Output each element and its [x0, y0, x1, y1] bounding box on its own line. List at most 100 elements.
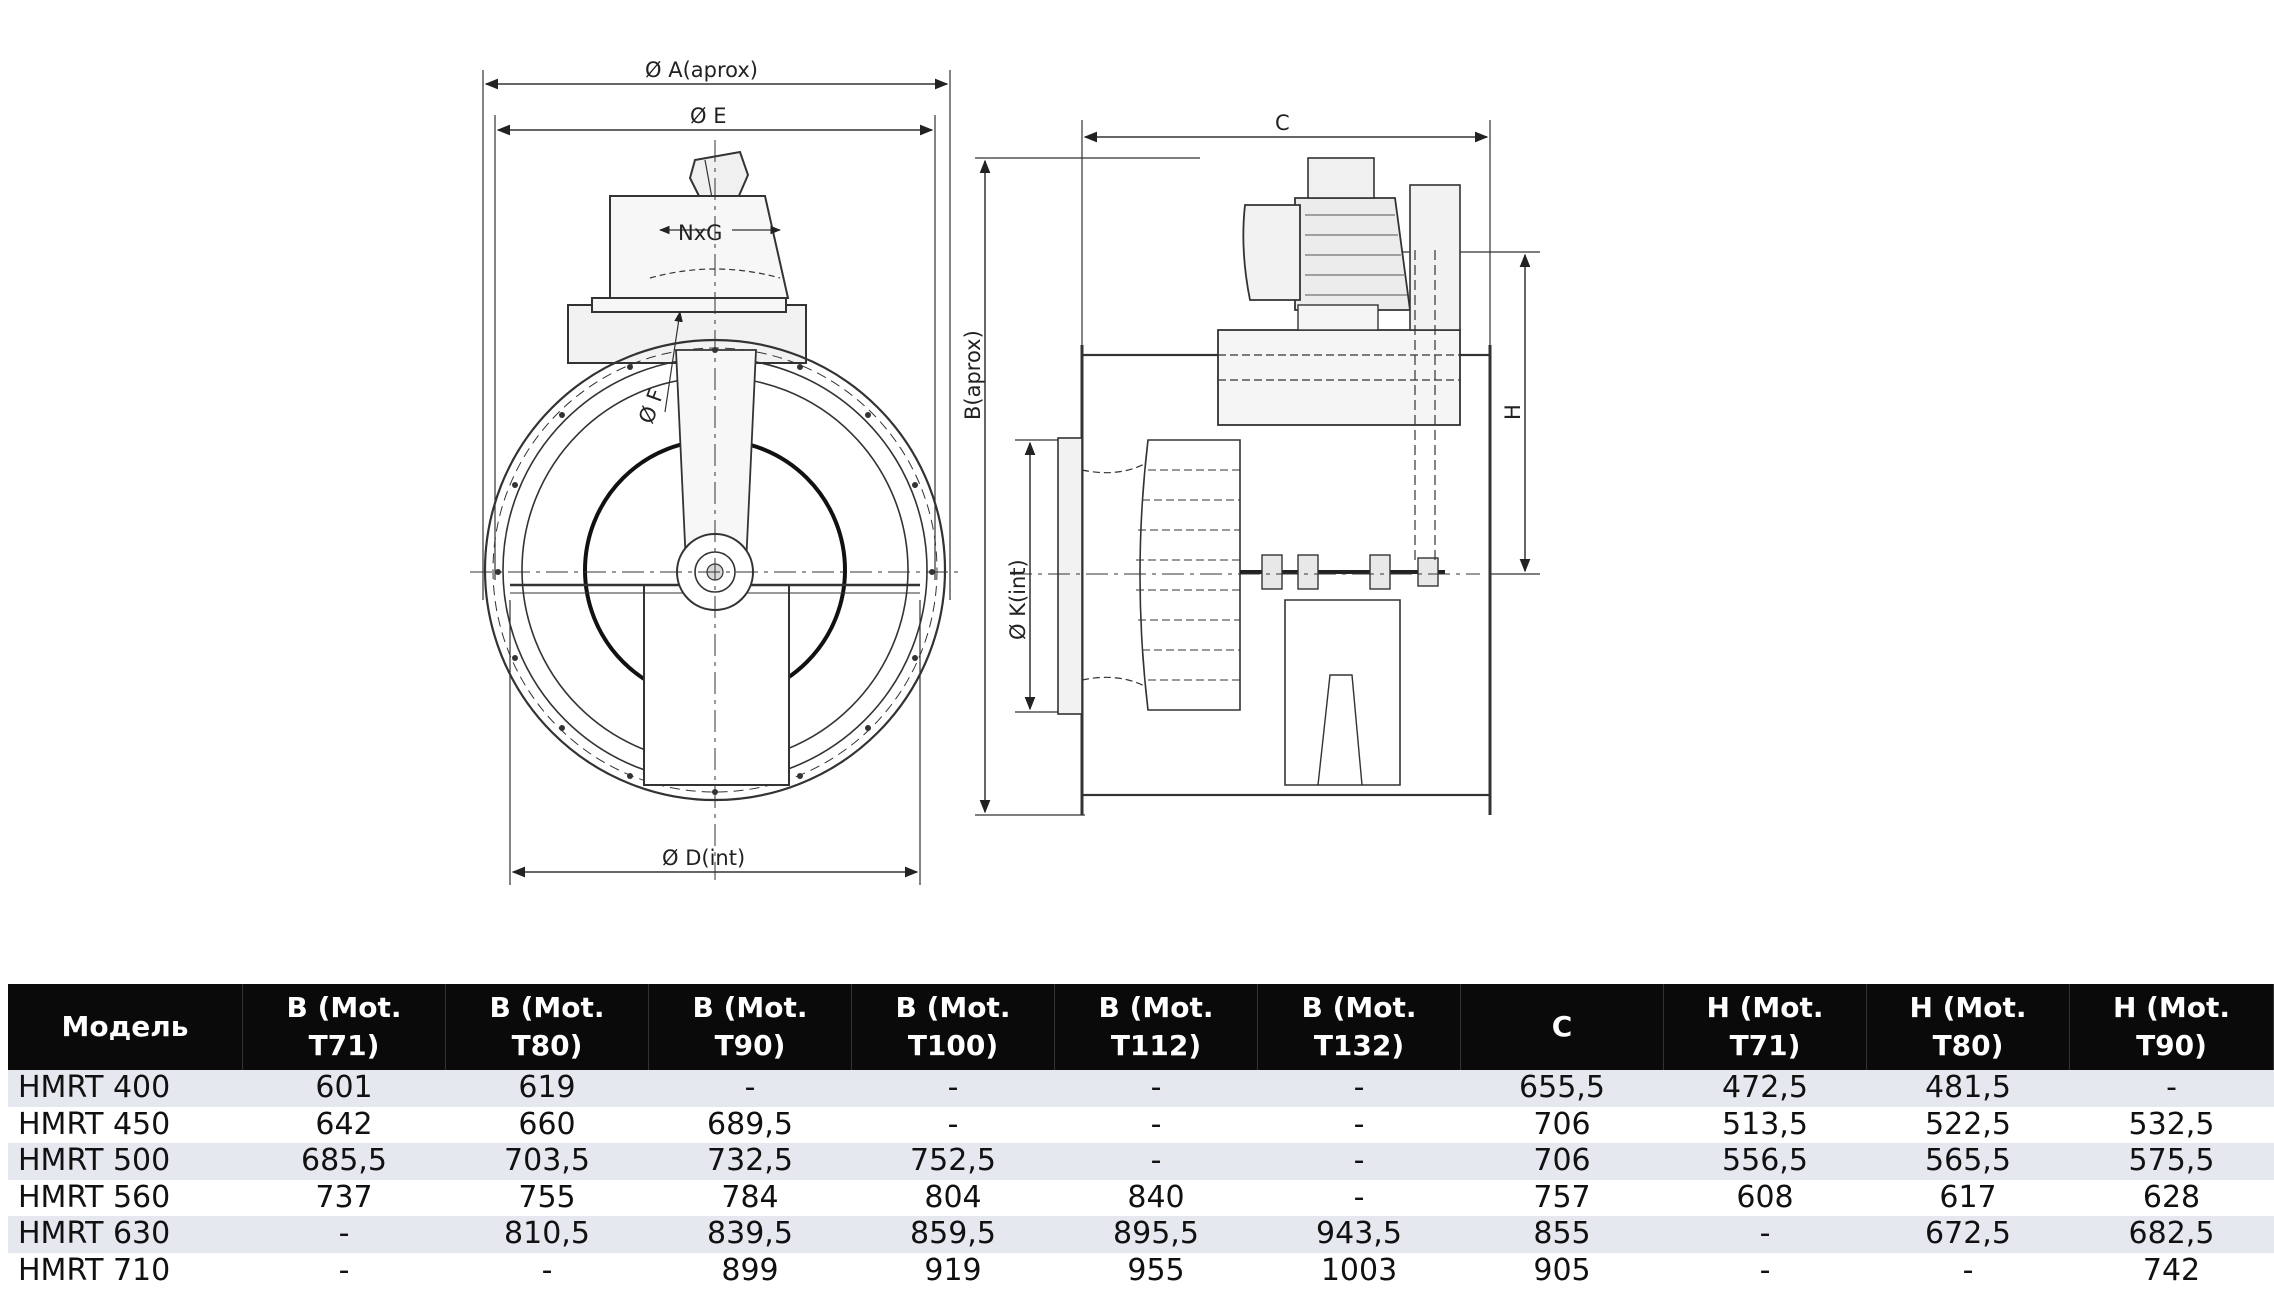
value-cell: - [1257, 1143, 1461, 1180]
header-b-t71: B (Mot.T71) [242, 984, 446, 1070]
value-cell: - [1054, 1070, 1258, 1107]
value-cell: 784 [648, 1179, 852, 1216]
value-cell: 839,5 [648, 1216, 852, 1253]
model-cell: HMRT 560 [8, 1179, 243, 1216]
header-b-t100: B (Mot.T100) [851, 984, 1055, 1070]
value-cell: 682,5 [2069, 1216, 2274, 1253]
value-cell: 655,5 [1460, 1070, 1664, 1107]
value-cell: 732,5 [648, 1143, 852, 1180]
header-h-t80: H (Mot.T80) [1866, 984, 2070, 1070]
value-cell: - [851, 1070, 1055, 1107]
value-cell: 628 [2069, 1179, 2274, 1216]
value-cell: - [242, 1216, 446, 1253]
value-cell: - [851, 1106, 1055, 1143]
technical-drawing: Ø A(aprox) Ø E NxG Ø F Ø D(int) C B(apro… [470, 58, 1540, 885]
value-cell: 532,5 [2069, 1106, 2274, 1143]
value-cell: 755 [445, 1179, 649, 1216]
header-b-t112: B (Mot.T112) [1054, 984, 1258, 1070]
value-cell: 703,5 [445, 1143, 649, 1180]
value-cell: 742 [2069, 1252, 2274, 1289]
value-cell: 706 [1460, 1143, 1664, 1180]
value-cell: 810,5 [445, 1216, 649, 1253]
value-cell: 481,5 [1866, 1070, 2070, 1107]
value-cell: 685,5 [242, 1143, 446, 1180]
value-cell: 919 [851, 1252, 1055, 1289]
side-view [975, 120, 1540, 816]
value-cell: 955 [1054, 1252, 1258, 1289]
label-dim-c: C [1275, 111, 1290, 135]
value-cell: 619 [445, 1070, 649, 1107]
label-dim-a: Ø A(aprox) [645, 58, 758, 82]
header-h-t71: H (Mot.T71) [1663, 984, 1867, 1070]
label-dim-f: Ø F [634, 385, 669, 426]
value-cell: - [1257, 1179, 1461, 1216]
value-cell: - [1663, 1252, 1867, 1289]
model-cell: HMRT 630 [8, 1216, 243, 1253]
value-cell: - [1054, 1143, 1258, 1180]
value-cell: 1003 [1257, 1252, 1461, 1289]
value-cell: 859,5 [851, 1216, 1055, 1253]
model-cell: HMRT 710 [8, 1252, 243, 1289]
value-cell: 689,5 [648, 1106, 852, 1143]
value-cell: - [648, 1070, 852, 1107]
value-cell: - [2069, 1070, 2274, 1107]
value-cell: - [1866, 1252, 2070, 1289]
label-dim-k: Ø K(int) [1006, 559, 1030, 640]
value-cell: 601 [242, 1070, 446, 1107]
value-cell: 660 [445, 1106, 649, 1143]
value-cell: 565,5 [1866, 1143, 2070, 1180]
label-dim-d: Ø D(int) [662, 846, 745, 870]
front-view [470, 70, 960, 885]
label-dim-b: B(aprox) [961, 330, 985, 420]
value-cell: - [1054, 1106, 1258, 1143]
value-cell: 757 [1460, 1179, 1664, 1216]
value-cell: 672,5 [1866, 1216, 2070, 1253]
value-cell: - [1663, 1216, 1867, 1253]
value-cell: 706 [1460, 1106, 1664, 1143]
header-b-t80: B (Mot.T80) [445, 984, 649, 1070]
dimensions-table: Модель B (Mot.T71) B (Mot.T80) B (Mot.T9… [8, 984, 2274, 1289]
value-cell: 575,5 [2069, 1143, 2274, 1180]
value-cell: 905 [1460, 1252, 1664, 1289]
header-c: C [1460, 984, 1664, 1070]
value-cell: 804 [851, 1179, 1055, 1216]
header-h-t90: H (Mot.T90) [2069, 984, 2274, 1070]
value-cell: 899 [648, 1252, 852, 1289]
model-cell: HMRT 400 [8, 1070, 243, 1107]
header-b-t90: B (Mot.T90) [648, 984, 852, 1070]
label-dim-e: Ø E [690, 104, 726, 128]
value-cell: 522,5 [1866, 1106, 2070, 1143]
value-cell: 840 [1054, 1179, 1258, 1216]
value-cell: - [1257, 1106, 1461, 1143]
model-cell: HMRT 450 [8, 1106, 243, 1143]
value-cell: 617 [1866, 1179, 2070, 1216]
bolt-holes [495, 347, 935, 795]
table-header-row: Модель B (Mot.T71) B (Mot.T80) B (Mot.T9… [8, 984, 2274, 1070]
value-cell: 608 [1663, 1179, 1867, 1216]
label-dim-nxg: NxG [678, 221, 722, 245]
value-cell: 513,5 [1663, 1106, 1867, 1143]
label-dim-h: H [1501, 404, 1525, 420]
value-cell: 855 [1460, 1216, 1664, 1253]
value-cell: 472,5 [1663, 1070, 1867, 1107]
value-cell: 943,5 [1257, 1216, 1461, 1253]
impeller-side [1139, 439, 1241, 711]
value-cell: 737 [242, 1179, 446, 1216]
value-cell: - [445, 1252, 649, 1289]
value-cell: 556,5 [1663, 1143, 1867, 1180]
header-model: Модель [8, 984, 243, 1070]
value-cell: - [242, 1252, 446, 1289]
value-cell: 752,5 [851, 1143, 1055, 1180]
header-b-t132: B (Mot.T132) [1257, 984, 1461, 1070]
value-cell: - [1257, 1070, 1461, 1107]
model-cell: HMRT 500 [8, 1143, 243, 1180]
value-cell: 895,5 [1054, 1216, 1258, 1253]
value-cell: 642 [242, 1106, 446, 1143]
